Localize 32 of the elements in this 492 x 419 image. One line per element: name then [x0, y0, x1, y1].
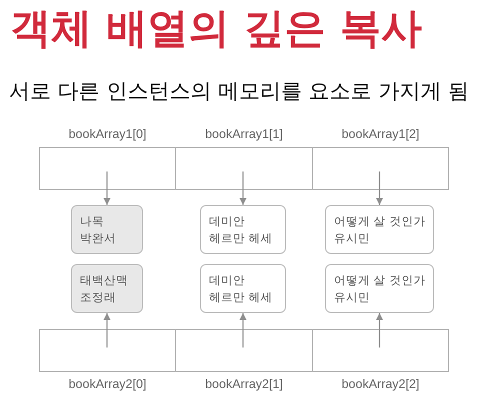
book-object-box	[325, 205, 434, 254]
book-object-box	[71, 264, 143, 313]
book-author: 조정래	[80, 289, 117, 306]
arrow	[376, 313, 383, 348]
arrow	[240, 172, 246, 205]
arrow	[104, 313, 110, 348]
book-object-box	[200, 264, 286, 313]
arrow	[240, 313, 246, 348]
book-author: 헤르만 헤세	[209, 289, 274, 306]
book-title: 데미안	[209, 272, 246, 289]
book-author: 유시민	[334, 289, 371, 306]
book-title: 어떻게 살 것인가	[334, 272, 426, 289]
book-author: 헤르만 헤세	[209, 230, 274, 247]
book-object-box	[200, 205, 286, 254]
title: 객체 배열의 깊은 복사	[10, 4, 422, 54]
array-index-label: bookArray2[1]	[205, 377, 283, 392]
subtitle: 서로 다른 인스턴스의 메모리를 요소로 가지게 됨	[9, 78, 470, 105]
book-title: 나목	[80, 213, 105, 230]
book-author: 박완서	[80, 230, 117, 247]
array-index-label: bookArray1[2]	[342, 127, 420, 142]
book-title: 태백산맥	[80, 272, 129, 289]
book-title: 데미안	[209, 213, 246, 230]
array-index-label: bookArray1[0]	[68, 127, 146, 142]
arrow	[376, 172, 383, 205]
array-index-label: bookArray2[2]	[342, 377, 420, 392]
book-object-box	[325, 264, 434, 313]
book-object-box	[71, 205, 143, 254]
array-index-label: bookArray2[0]	[68, 377, 146, 392]
book-title: 어떻게 살 것인가	[334, 213, 426, 230]
book-author: 유시민	[334, 230, 371, 247]
arrow	[104, 172, 110, 205]
array-index-label: bookArray1[1]	[205, 127, 283, 142]
